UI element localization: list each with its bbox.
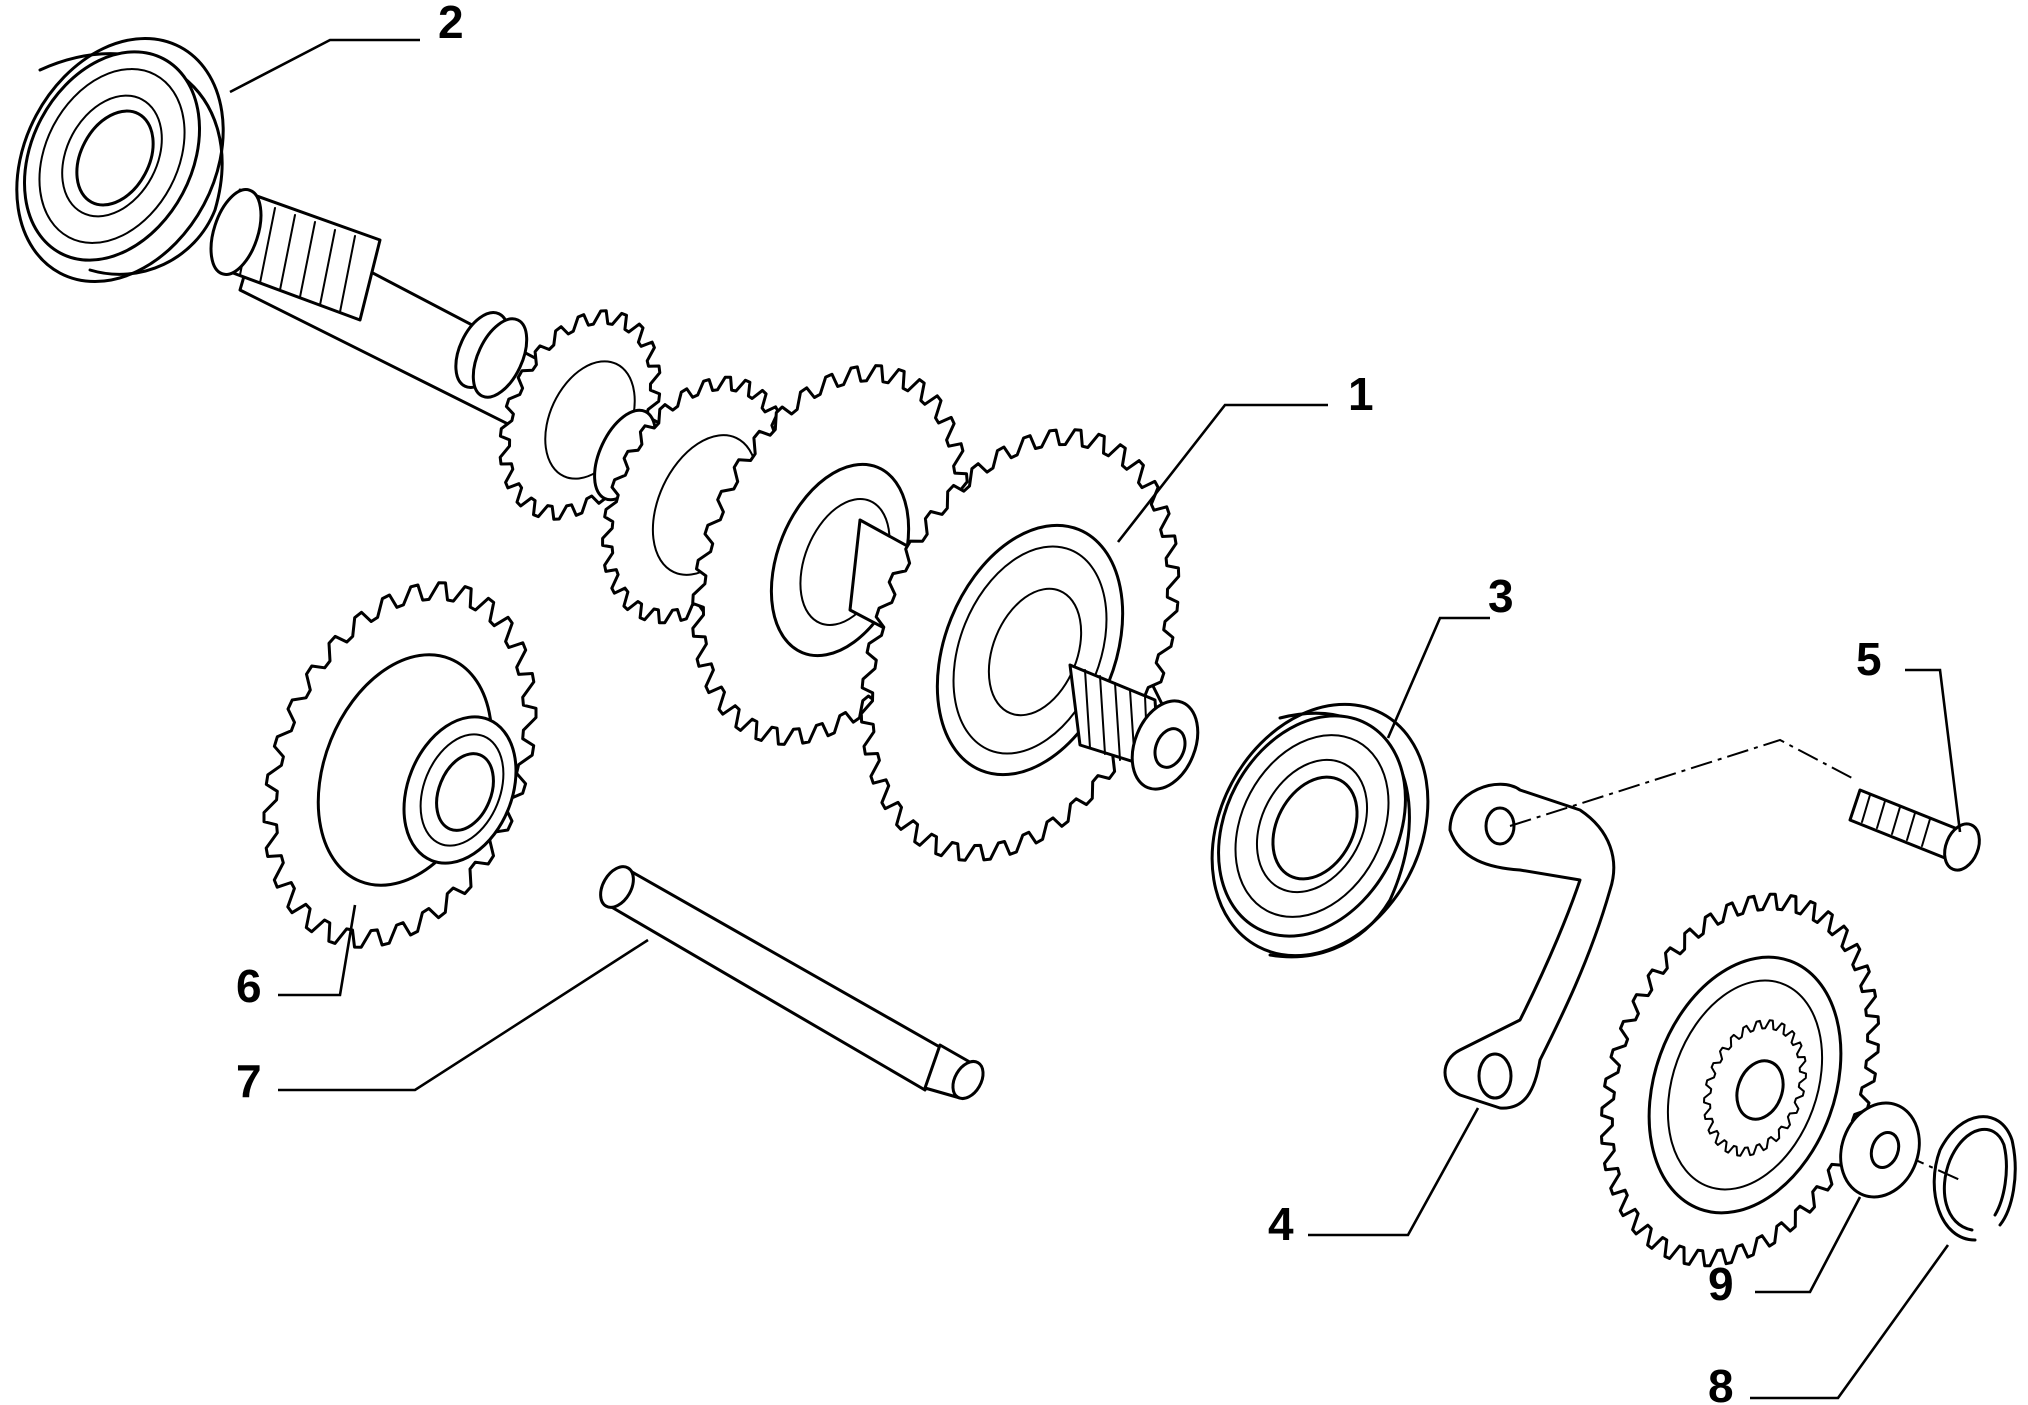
- callout-7: 7: [236, 1055, 262, 1107]
- leader-6: [278, 904, 357, 997]
- idler-gear[interactable]: [262, 581, 538, 949]
- callout-5: 5: [1856, 633, 1882, 685]
- callout-8: 8: [1708, 1360, 1734, 1405]
- callout-1: 1: [1348, 368, 1374, 420]
- leader-1: [1116, 403, 1328, 543]
- leader-3: [1386, 616, 1490, 739]
- retaining-plate[interactable]: [1443, 782, 1616, 1110]
- callout-4: 4: [1268, 1198, 1294, 1250]
- leader-lines: [229, 38, 1962, 1400]
- callout-labels: 1 2 3 4 5 6 7 8 9: [236, 0, 1882, 1405]
- leader-9: [1755, 1196, 1862, 1294]
- callout-3: 3: [1488, 570, 1514, 622]
- shaft-spline-right: [1068, 663, 1200, 791]
- leader-5: [1905, 668, 1962, 833]
- washer[interactable]: [1828, 1092, 1932, 1208]
- bearing-right[interactable]: [1170, 667, 1471, 994]
- leader-2: [229, 38, 420, 94]
- callout-9: 9: [1708, 1258, 1734, 1310]
- idler-shaft-pin[interactable]: [594, 861, 989, 1104]
- leader-4: [1308, 1107, 1480, 1237]
- callout-2: 2: [438, 0, 464, 48]
- leader-7: [278, 938, 649, 1092]
- main-shaft-assembly[interactable]: [201, 183, 1210, 862]
- shaft-spline-left: [209, 188, 382, 322]
- snap-ring[interactable]: [1932, 1115, 2017, 1242]
- output-gear[interactable]: [1600, 892, 1880, 1268]
- bearing-top-left[interactable]: [0, 2, 264, 317]
- bolt-screw[interactable]: [1848, 788, 1986, 875]
- callout-6: 6: [236, 960, 262, 1012]
- leader-8: [1750, 1244, 1950, 1400]
